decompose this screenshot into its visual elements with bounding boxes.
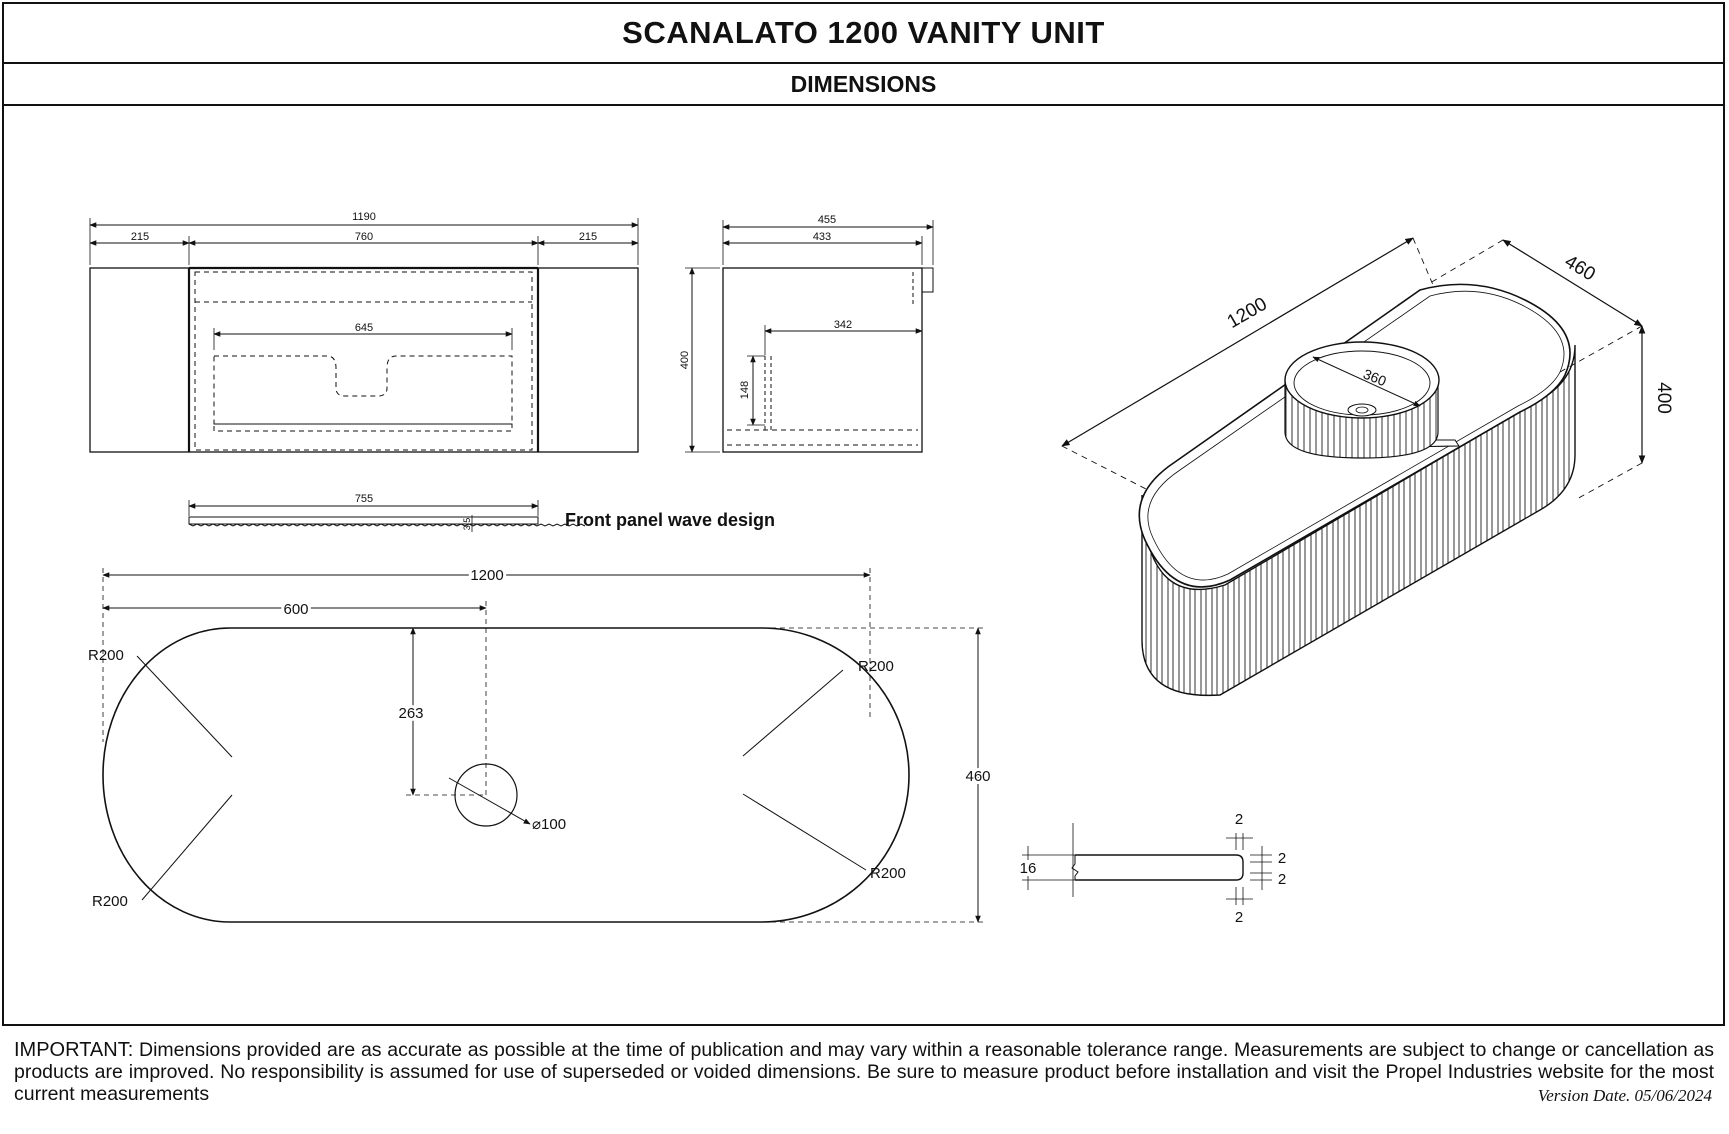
edge-thickness: 16 [1020, 860, 1037, 877]
front-basin-width: 645 [355, 322, 373, 334]
iso-depth: 460 [1561, 251, 1599, 285]
front-view [89, 218, 639, 453]
top-depth: 460 [965, 768, 990, 785]
top-width: 1200 [470, 567, 503, 584]
edge-right-gap-a: 2 [1278, 850, 1286, 867]
side-overall-depth: 455 [818, 214, 836, 226]
side-basin-offset: 342 [834, 319, 852, 331]
page-title: SCANALATO 1200 VANITY UNIT [622, 15, 1105, 50]
section-title: DIMENSIONS [790, 70, 937, 97]
iso-height: 400 [1653, 382, 1674, 414]
disclaimer-text: Dimensions provided are as accurate as p… [14, 1039, 1714, 1105]
side-view [685, 220, 934, 453]
important-label: IMPORTANT: [14, 1039, 134, 1061]
radius-top-right: R200 [858, 658, 894, 675]
radius-top-left: R200 [88, 647, 124, 664]
version-date: Version Date. 05/06/2024 [1537, 1086, 1712, 1105]
panel-width: 755 [355, 493, 373, 505]
front-panel [188, 500, 586, 532]
edge-top-gap: 2 [1235, 811, 1243, 828]
edge-right-gap-b: 2 [1278, 871, 1286, 888]
radius-bottom-left: R200 [92, 893, 128, 910]
top-half-width: 600 [283, 601, 308, 618]
drawing-frame: SCANALATO 1200 VANITY UNIT DIMENSIONS [2, 2, 1725, 1026]
panel-caption: Front panel wave design [565, 510, 775, 530]
side-basin-depth: 148 [739, 381, 751, 399]
side-inner-depth: 433 [813, 231, 831, 243]
panel-thickness: 3.5 [462, 518, 472, 531]
hole-diameter: ⌀100 [532, 816, 566, 833]
title-bar: SCANALATO 1200 VANITY UNIT [4, 4, 1723, 64]
top-hole-offset: 263 [398, 705, 423, 722]
front-center-width: 760 [355, 231, 373, 243]
front-overall-width: 1190 [352, 211, 376, 223]
isometric-view [1061, 237, 1646, 697]
side-height: 400 [679, 351, 691, 369]
front-left-width: 215 [131, 231, 149, 243]
edge-profile [1022, 823, 1272, 905]
edge-bottom-gap: 2 [1235, 909, 1243, 926]
front-right-width: 215 [579, 231, 597, 243]
top-view [102, 568, 985, 923]
disclaimer: IMPORTANT: Dimensions provided are as ac… [14, 1039, 1714, 1105]
subtitle-bar: DIMENSIONS [4, 64, 1723, 106]
radius-bottom-right: R200 [870, 865, 906, 882]
